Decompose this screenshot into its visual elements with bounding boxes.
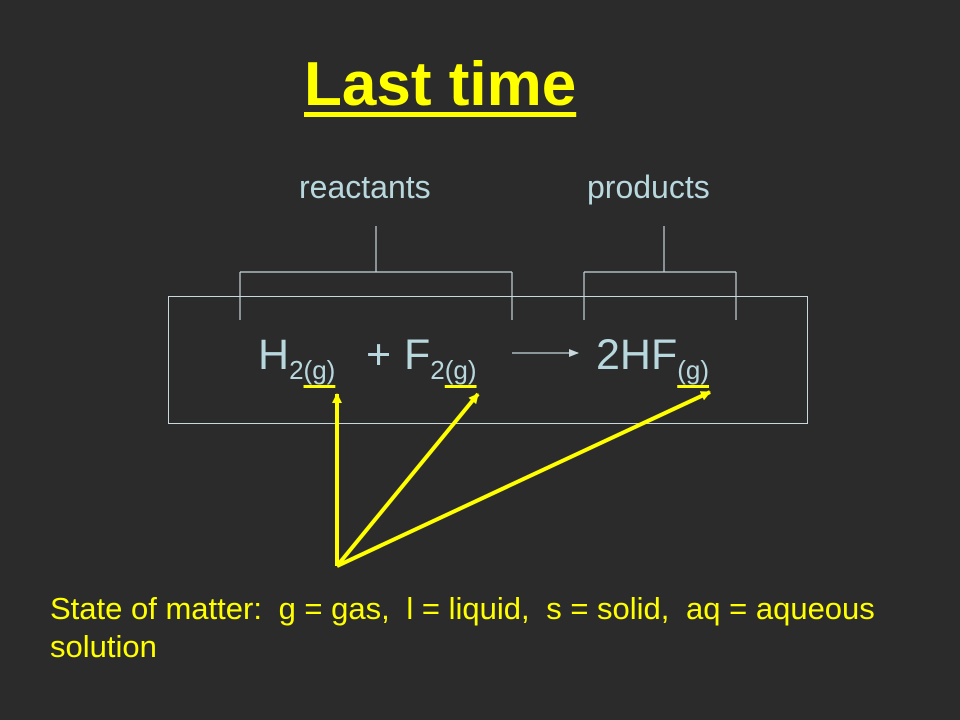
fluorine-state: (g) <box>444 355 477 385</box>
products-bracket <box>583 226 737 320</box>
reactants-bracket <box>239 226 513 320</box>
reactants-label: reactants <box>299 169 431 205</box>
pointer-arrow-fluorine <box>335 392 480 568</box>
state-liquid: l = liquid, <box>406 591 530 626</box>
state-solid: s = solid, <box>546 591 670 626</box>
state-aqueous: aq = aqueous solution <box>50 591 875 664</box>
state-of-matter-note: State of matter: g = gas, l = liquid, s … <box>50 590 910 666</box>
fluorine-symbol: F <box>404 331 431 379</box>
state-gas: g = gas, <box>278 591 390 626</box>
slide-title: Last time <box>304 50 577 119</box>
equation-box <box>168 296 808 424</box>
pointer-arrow-hf <box>336 390 711 568</box>
hydrogen-symbol: H <box>258 331 290 379</box>
hydrogen-count: 2 <box>289 355 304 385</box>
fluorine-term: F2(g) <box>404 330 477 385</box>
hydrogen-term: H2(g) <box>258 330 336 385</box>
state-pointer-arrows <box>332 390 711 568</box>
hydrogen-fluoride-symbol: 2HF <box>596 331 678 379</box>
fluorine-count: 2 <box>430 355 445 385</box>
hydrogen-fluoride-state: (g) <box>677 355 710 385</box>
hydrogen-state: (g) <box>303 355 336 385</box>
state-heading: State of matter: <box>50 591 262 626</box>
products-label: products <box>587 169 710 205</box>
hydrogen-fluoride-term: 2HF(g) <box>596 330 710 385</box>
plus-sign: + <box>366 331 392 379</box>
